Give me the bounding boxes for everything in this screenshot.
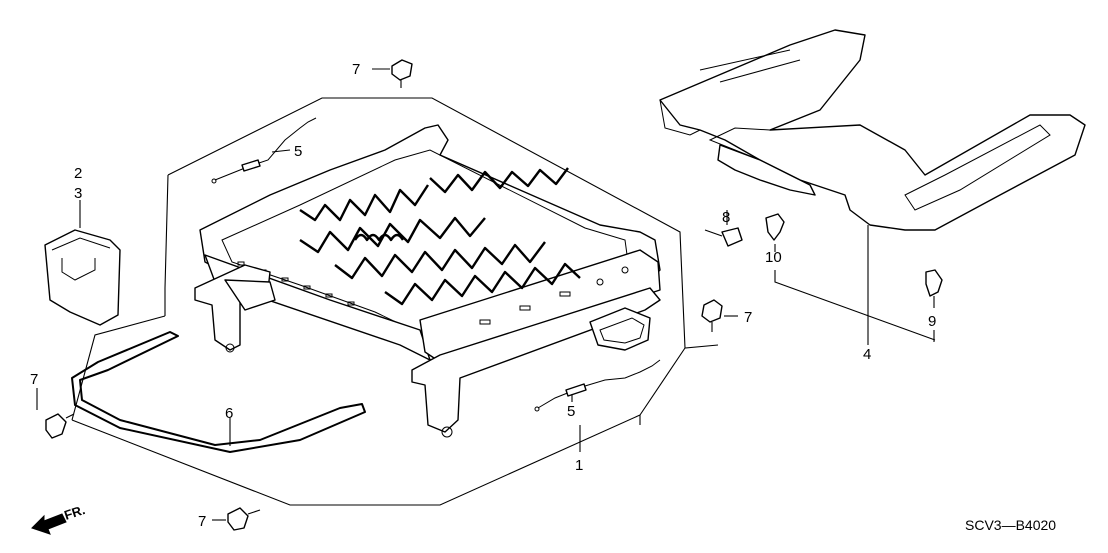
callout-4: 4 [863,346,871,363]
callout-8: 8 [722,209,730,226]
callout-3: 3 [74,185,82,202]
bolt-part-7-bottom [212,507,261,531]
callout-9: 9 [928,313,936,330]
bolt-part-7-right [701,299,738,332]
assembly-outline [71,97,719,506]
cable-part-5-bottom [534,359,661,412]
callout-7-bottom: 7 [198,513,206,530]
cover-part-2-3 [44,200,121,326]
front-direction-label: FR. [62,502,87,523]
clip-part-9 [925,269,943,342]
callout-7-right: 7 [744,309,752,326]
callout-2: 2 [74,165,82,182]
bolt-part-8 [704,210,743,247]
bolt-part-7-top [372,59,413,88]
callout-6: 6 [225,405,233,422]
callout-1: 1 [575,457,583,474]
clip-part-10 [765,213,936,341]
diagram-code: SCV3—B4020 [965,517,1056,533]
callout-5-top: 5 [294,143,302,160]
seat-frame-assembly [194,124,661,438]
callout-7-top: 7 [352,61,360,78]
cable-part-5-top [211,117,317,184]
callouts: 7 5 2 3 8 10 7 9 4 7 6 5 1 7 [30,61,936,530]
callout-7-left: 7 [30,371,38,388]
callout-5-bottom: 5 [567,403,575,420]
cover-part-4 [659,29,1086,345]
leader-lines [571,400,581,452]
front-direction-arrow: FR. [31,502,87,535]
bolt-part-7-left [36,388,75,439]
callout-10: 10 [765,249,782,266]
wire-rod-part-6 [71,331,366,453]
